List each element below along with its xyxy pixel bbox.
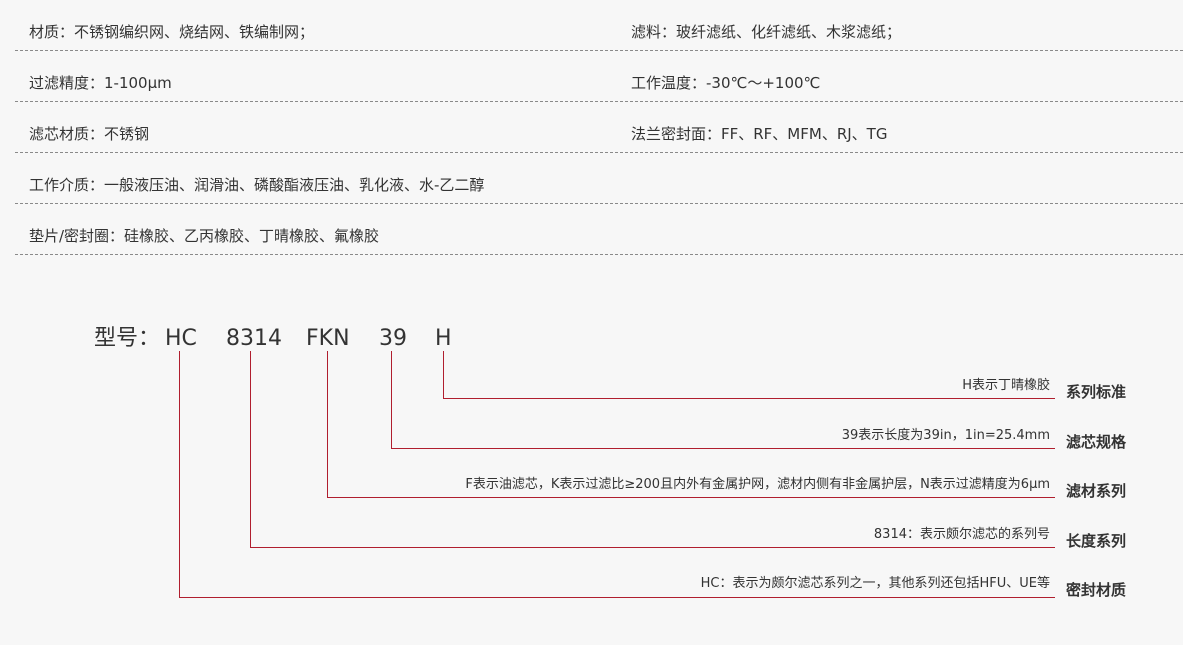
- desc-length-39: 39表示长度为39in，1in=25.4mm: [841, 428, 1050, 443]
- spec-row: 材质：不锈钢编织网、烧结网、铁编制网； 滤料：玻纤滤纸、化纤滤纸、木浆滤纸；: [15, 0, 1183, 51]
- desc-hc-series: HC：表示为颇尔滤芯系列之一，其他系列还包括HFU、UE等: [700, 576, 1050, 591]
- spec-working-temperature: 工作温度：-30℃～+100℃: [631, 74, 821, 92]
- spec-row: 过滤精度：1-100μm 工作温度：-30℃～+100℃: [15, 51, 1183, 102]
- desc-series-8314: 8314：表示颇尔滤芯的系列号: [873, 527, 1050, 542]
- code-hc: HC: [165, 326, 197, 351]
- code-39: 39: [379, 326, 407, 351]
- connector-vertical-hc: [179, 351, 180, 598]
- connector-horizontal-h: [443, 398, 1055, 399]
- spec-list: 材质：不锈钢编织网、烧结网、铁编制网； 滤料：玻纤滤纸、化纤滤纸、木浆滤纸； 过…: [15, 0, 1183, 255]
- connector-vertical-fkn: [327, 351, 328, 498]
- connector-horizontal-8314: [250, 547, 1055, 548]
- connector-horizontal-fkn: [327, 497, 1055, 498]
- spec-row: 工作介质：一般液压油、润滑油、磷酸酯液压油、乳化液、水-乙二醇: [15, 153, 1183, 204]
- connector-horizontal-hc: [179, 597, 1055, 598]
- code-fkn: FKN: [306, 326, 350, 351]
- category-length-series: 长度系列: [1066, 532, 1127, 550]
- spec-filtration-accuracy: 过滤精度：1-100μm: [29, 74, 172, 92]
- connector-vertical-h: [443, 351, 444, 399]
- spec-row: 滤芯材质：不锈钢 法兰密封面：FF、RF、MFM、RJ、TG: [15, 102, 1183, 153]
- model-label: 型号：: [94, 326, 161, 351]
- code-h: H: [435, 326, 452, 351]
- spec-row: 垫片/密封圈：硅橡胶、乙丙橡胶、丁晴橡胶、氟橡胶: [15, 204, 1183, 255]
- spec-gasket-seal: 垫片/密封圈：硅橡胶、乙丙橡胶、丁晴橡胶、氟橡胶: [29, 227, 380, 245]
- code-8314: 8314: [226, 326, 282, 351]
- category-series-standard: 系列标准: [1066, 383, 1127, 401]
- category-media-series: 滤材系列: [1066, 482, 1127, 500]
- desc-media-fkn: F表示油滤芯，K表示过滤比≥200且内外有金属护网，滤材内侧有非金属护层，N表示…: [465, 477, 1050, 492]
- connector-vertical-8314: [250, 351, 251, 548]
- spec-core-material: 滤芯材质：不锈钢: [29, 125, 150, 143]
- desc-seal-material-h: H表示丁晴橡胶: [962, 378, 1050, 393]
- spec-working-medium: 工作介质：一般液压油、润滑油、磷酸酯液压油、乳化液、水-乙二醇: [29, 176, 485, 194]
- connector-vertical-39: [391, 351, 392, 449]
- spec-filter-media: 滤料：玻纤滤纸、化纤滤纸、木浆滤纸；: [631, 23, 902, 41]
- spec-flange-seal: 法兰密封面：FF、RF、MFM、RJ、TG: [631, 125, 888, 143]
- spec-material: 材质：不锈钢编织网、烧结网、铁编制网；: [29, 23, 315, 41]
- category-core-spec: 滤芯规格: [1066, 433, 1127, 451]
- connector-horizontal-39: [391, 448, 1055, 449]
- model-number-diagram: 型号： HC 8314 FKN 39 H H表示丁晴橡胶 系列标准 39表示长度…: [0, 300, 1183, 645]
- category-seal-material: 密封材质: [1066, 581, 1127, 599]
